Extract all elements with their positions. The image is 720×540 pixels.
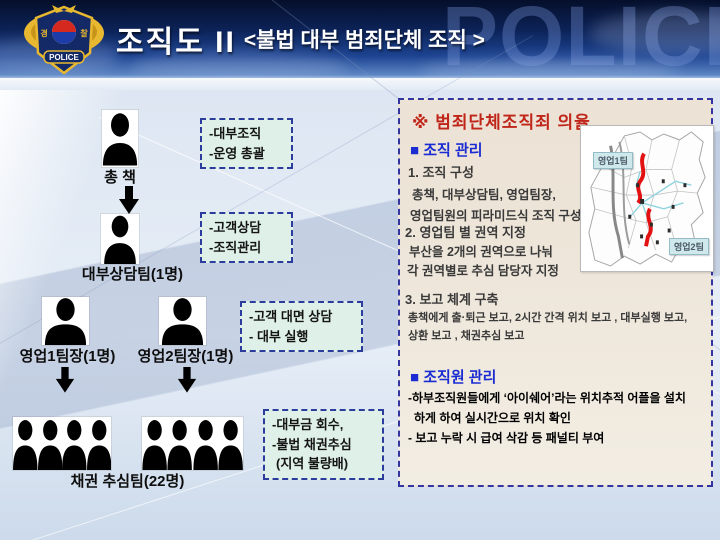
collector-group-silhouettes <box>142 417 243 470</box>
item3-line: 총책에게 출·퇴근 보고, 2시간 간격 위치 보고 , 대부실행 보고, <box>408 312 688 324</box>
collector-callout-line: -대부금 회수, <box>272 417 344 432</box>
header-banner: POLICE POLICE 경 찰 조직도 II <불법 대부 <box>0 0 720 78</box>
section-header-member-management: ■ 조직원 관리 <box>410 369 497 386</box>
team1-label: 영업1팀장(1명) <box>19 348 116 365</box>
cloud-decoration <box>590 12 720 54</box>
police-watermark-text: POLICE <box>442 0 720 78</box>
collector-group-silhouettes <box>13 417 111 470</box>
cloud-decoration <box>420 58 680 78</box>
consult-callout-line: -고객상담 <box>209 220 262 235</box>
svg-text:POLICE: POLICE <box>49 53 79 62</box>
item3-title: 3. 보고 체계 구축 <box>405 292 499 307</box>
busan-territory-map: 영업1팀 영업2팀 <box>580 125 714 272</box>
boss-callout: -대부조직 -운영 총괄 <box>200 118 293 169</box>
sales-callout-line: - 대부 실행 <box>249 328 309 344</box>
cloud-decoration <box>130 52 350 78</box>
consult-silhouette <box>101 214 139 264</box>
boss-callout-line: -대부조직 <box>209 126 262 141</box>
item2-line: 부산을 2개의 권역으로 나눠 <box>409 245 553 259</box>
sales-callout: -고객 대면 상담 - 대부 실행 <box>240 301 363 352</box>
svg-text:찰: 찰 <box>80 28 88 38</box>
consult-callout: -고객상담 -조직관리 <box>200 212 293 263</box>
slide-title: 조직도 II <불법 대부 범죄단체 조직 > <box>116 0 485 78</box>
team1-silhouette <box>42 297 89 345</box>
sales-callout-line: -고객 대면 상담 <box>249 309 333 324</box>
down-arrow-icon <box>117 186 141 214</box>
item2-line: 각 권역별로 추심 담당자 지정 <box>407 264 559 278</box>
down-arrow-icon <box>176 367 198 399</box>
boss-callout-line: -운영 총괄 <box>209 145 265 161</box>
svg-text:경: 경 <box>40 28 47 38</box>
member-line: 하게 하여 실시간으로 위치 확인 <box>414 411 571 425</box>
item1-line: 영업팀원의 피라미드식 조직 구성 <box>410 209 582 223</box>
map-team1-tag: 영업1팀 <box>593 152 633 169</box>
collector-label: 채권 추심팀(22명) <box>70 473 185 490</box>
item1-title: 1. 조직 구성 <box>408 165 474 180</box>
slide-title-main: 조직도 II <box>116 26 236 59</box>
member-line: - 보고 누락 시 급여 삭감 등 패널티 부여 <box>408 431 605 445</box>
collector-callout: -대부금 회수, -불법 채권추심 (지역 불량배) <box>263 409 384 480</box>
panel-title: ※ 범죄단체조직죄 의율 <box>412 113 591 132</box>
collector-callout-line: (지역 불량배) <box>276 456 349 471</box>
item2-title: 2. 영업팀 별 권역 지정 <box>405 225 526 240</box>
team2-label: 영업2팀장(1명) <box>137 348 234 365</box>
item1-line: 총책, 대부상담팀, 영업팀장, <box>412 188 556 202</box>
collector-callout-line: -불법 채권추심 <box>272 436 352 452</box>
item3-line: 상환 보고 , 채권추심 보고 <box>408 330 525 342</box>
map-team2-tag: 영업2팀 <box>669 238 709 255</box>
slide-title-sub: <불법 대부 범죄단체 조직 > <box>243 29 485 52</box>
down-arrow-icon <box>54 367 76 399</box>
consult-label: 대부상담팀(1명) <box>81 266 184 283</box>
boss-label: 총 책 <box>104 169 136 186</box>
consult-callout-line: -조직관리 <box>209 239 262 255</box>
member-line: -하부조직원들에게 ‘아이쉐어’라는 위치추적 어플을 설치 <box>408 391 686 405</box>
police-badge-icon: POLICE 경 찰 <box>22 3 106 75</box>
section-header-org-management: ■ 조직 관리 <box>410 142 483 159</box>
header-divider <box>0 78 720 90</box>
boss-silhouette <box>102 110 138 167</box>
team2-silhouette <box>159 297 206 345</box>
info-panel: ※ 범죄단체조직죄 의율 ■ 조직 관리 1. 조직 구성 총책, 대부상담팀,… <box>398 98 714 487</box>
